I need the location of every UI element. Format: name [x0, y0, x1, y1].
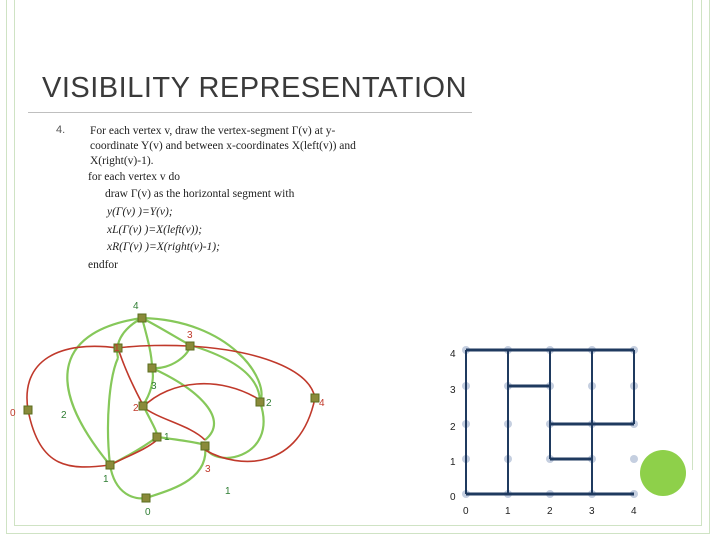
graph-vertex — [141, 493, 151, 503]
graph-vertex — [152, 432, 162, 442]
algorithm-line-4: for each vertex v do — [88, 171, 180, 183]
y-label: 3 — [450, 385, 456, 396]
dual-edge — [26, 345, 119, 411]
algorithm-line-7: xL(Γ(v) )=X(left(v)); — [107, 224, 203, 236]
graph-edge — [108, 464, 147, 500]
slide-frame-inner — [14, 0, 702, 526]
slide-decoration-line — [692, 0, 693, 470]
y-label: 0 — [450, 492, 456, 503]
dual-edge — [109, 439, 158, 466]
graph-edge — [66, 316, 143, 466]
visibility-x-labels: 0 1 2 3 4 — [463, 506, 637, 517]
graph-edge — [106, 357, 119, 466]
x-label: 0 — [463, 506, 469, 517]
vertex-label: 2 — [133, 403, 139, 414]
dual-edge — [117, 344, 189, 349]
graph-vertex — [23, 405, 33, 415]
graph-vertex — [147, 363, 157, 373]
graph-vertex — [255, 397, 265, 407]
vertex-label: 2 — [266, 398, 272, 409]
algorithm-line-1: For each vertex v, draw the vertex-segme… — [90, 125, 336, 137]
visibility-segments — [466, 348, 634, 496]
x-label: 2 — [547, 506, 553, 517]
graph-edge — [140, 317, 154, 369]
algorithm-line-6: y(Γ(v) )=Y(v); — [107, 206, 173, 218]
slide-title: VISIBILITY REPRESENTATION — [42, 72, 468, 104]
slide-frame-outer — [6, 0, 710, 534]
vertex-label: 0 — [10, 408, 16, 419]
graph-vertex — [137, 313, 147, 323]
graph-vertex — [200, 441, 210, 451]
graph-edge — [141, 316, 263, 403]
graph-edge — [145, 444, 207, 500]
title-divider — [28, 112, 472, 113]
vertex-label: 1 — [225, 486, 231, 497]
dual-edge — [142, 406, 206, 441]
vertex-label: 1 — [114, 343, 120, 354]
graph-vertices — [23, 313, 320, 503]
step-number: 4. — [56, 124, 66, 136]
algorithm-line-9: endfor — [88, 259, 119, 271]
y-label: 4 — [450, 349, 456, 360]
decorative-green-circle — [640, 450, 686, 496]
graph-edge — [141, 317, 191, 346]
dual-edge — [27, 409, 111, 468]
graph-edge — [116, 317, 143, 359]
graph-vertex — [138, 401, 148, 411]
graph-edge — [151, 367, 216, 441]
algorithm-line-3: X(right(v)-1). — [90, 155, 154, 167]
algorithm-line-5: draw Γ(v) as the horizontal segment with — [105, 188, 295, 200]
vertex-label: 3 — [151, 381, 157, 392]
algorithm-line-2: coordinate Y(v) and between x-coordinate… — [90, 140, 356, 152]
vertex-label: 1 — [103, 474, 109, 485]
vertex-label: 3 — [205, 464, 211, 475]
graph-vertex — [310, 393, 320, 403]
y-label: 2 — [450, 422, 456, 433]
vertex-label: 0 — [145, 507, 151, 518]
graph-edge — [189, 343, 262, 403]
graph-labels: 4 3 1 3 0 2 2 2 4 1 3 1 1 0 — [10, 301, 325, 518]
dual-edges — [26, 344, 316, 468]
visibility-edges — [465, 350, 635, 494]
algorithm-line-8: xR(Γ(v) )=X(right(v)-1); — [107, 241, 220, 253]
dual-edge — [187, 345, 316, 399]
vertex-label: 3 — [187, 330, 193, 341]
vertex-label: 2 — [61, 410, 67, 421]
x-label: 3 — [589, 506, 595, 517]
visibility-y-labels: 4 3 2 1 0 — [450, 349, 456, 503]
x-label: 4 — [631, 506, 637, 517]
dual-edge — [142, 382, 261, 408]
y-label: 1 — [450, 457, 456, 468]
graph-vertex — [185, 341, 195, 351]
x-label: 1 — [505, 506, 511, 517]
graph-vertex — [105, 460, 115, 470]
vertex-label: 4 — [319, 398, 325, 409]
vertex-label: 1 — [164, 432, 170, 443]
graph-edge — [151, 344, 192, 370]
dual-edge — [117, 347, 144, 406]
vertex-label: 4 — [133, 301, 139, 312]
graph-vertex — [113, 343, 123, 353]
dual-edge — [204, 397, 316, 463]
